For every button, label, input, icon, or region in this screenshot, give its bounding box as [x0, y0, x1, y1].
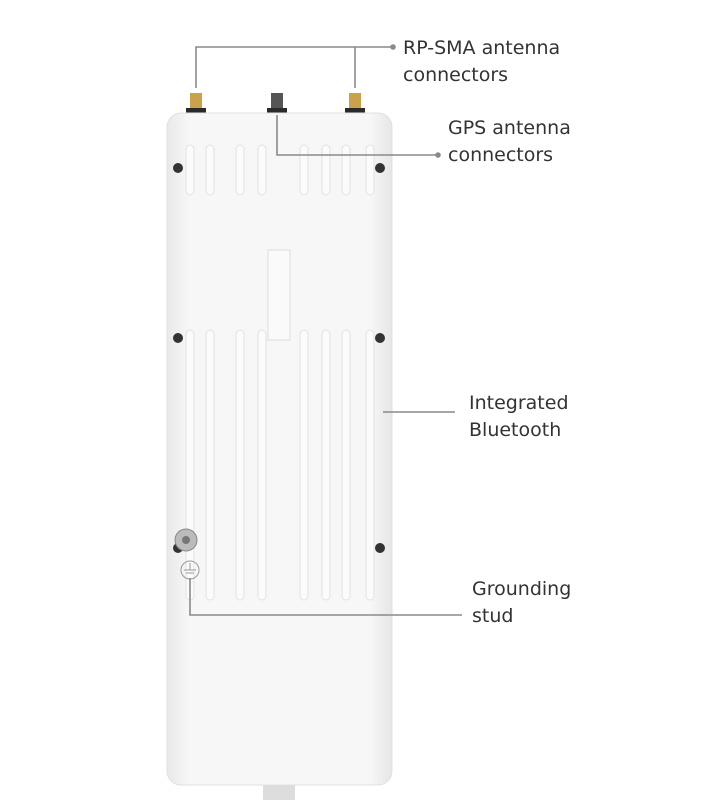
fin — [321, 329, 331, 601]
fin — [257, 329, 267, 601]
callout-rp-sma-line1: RP-SMA antenna — [403, 37, 561, 59]
callout-rp-sma: RP-SMA antenna connectors — [403, 35, 560, 89]
cooling-fins — [185, 144, 375, 601]
callout-grounding: Grounding stud — [472, 576, 571, 630]
callout-gps: GPS antenna connectors — [448, 115, 571, 169]
grounding-stud — [174, 528, 198, 552]
leader-dots — [390, 44, 441, 158]
fin — [235, 329, 245, 601]
device-body — [166, 112, 393, 786]
fin — [341, 144, 351, 196]
fin — [205, 329, 215, 601]
fin — [321, 144, 331, 196]
callout-bluetooth-line1: Integrated — [469, 392, 569, 414]
callout-bluetooth-line2: Bluetooth — [469, 419, 562, 441]
rp-sma-connector-left — [186, 93, 206, 115]
callout-rp-sma-line2: connectors — [403, 64, 509, 86]
fin — [185, 329, 195, 601]
gps-connector — [267, 93, 287, 115]
fin — [365, 144, 375, 196]
fin — [235, 144, 245, 196]
callout-gps-line1: GPS antenna — [448, 117, 571, 139]
callout-gps-line2: connectors — [448, 144, 554, 166]
callout-grounding-line2: stud — [472, 605, 514, 627]
fin — [185, 144, 195, 196]
callout-bluetooth: Integrated Bluetooth — [469, 390, 569, 444]
fin — [257, 144, 267, 196]
fin — [299, 329, 309, 601]
rp-sma-connector-right — [345, 93, 365, 115]
leader-lines — [189, 46, 462, 616]
fin — [205, 144, 215, 196]
fin — [299, 144, 309, 196]
center-block — [267, 249, 291, 341]
callout-grounding-line1: Grounding — [472, 578, 572, 600]
fin — [365, 329, 375, 601]
fin — [341, 329, 351, 601]
